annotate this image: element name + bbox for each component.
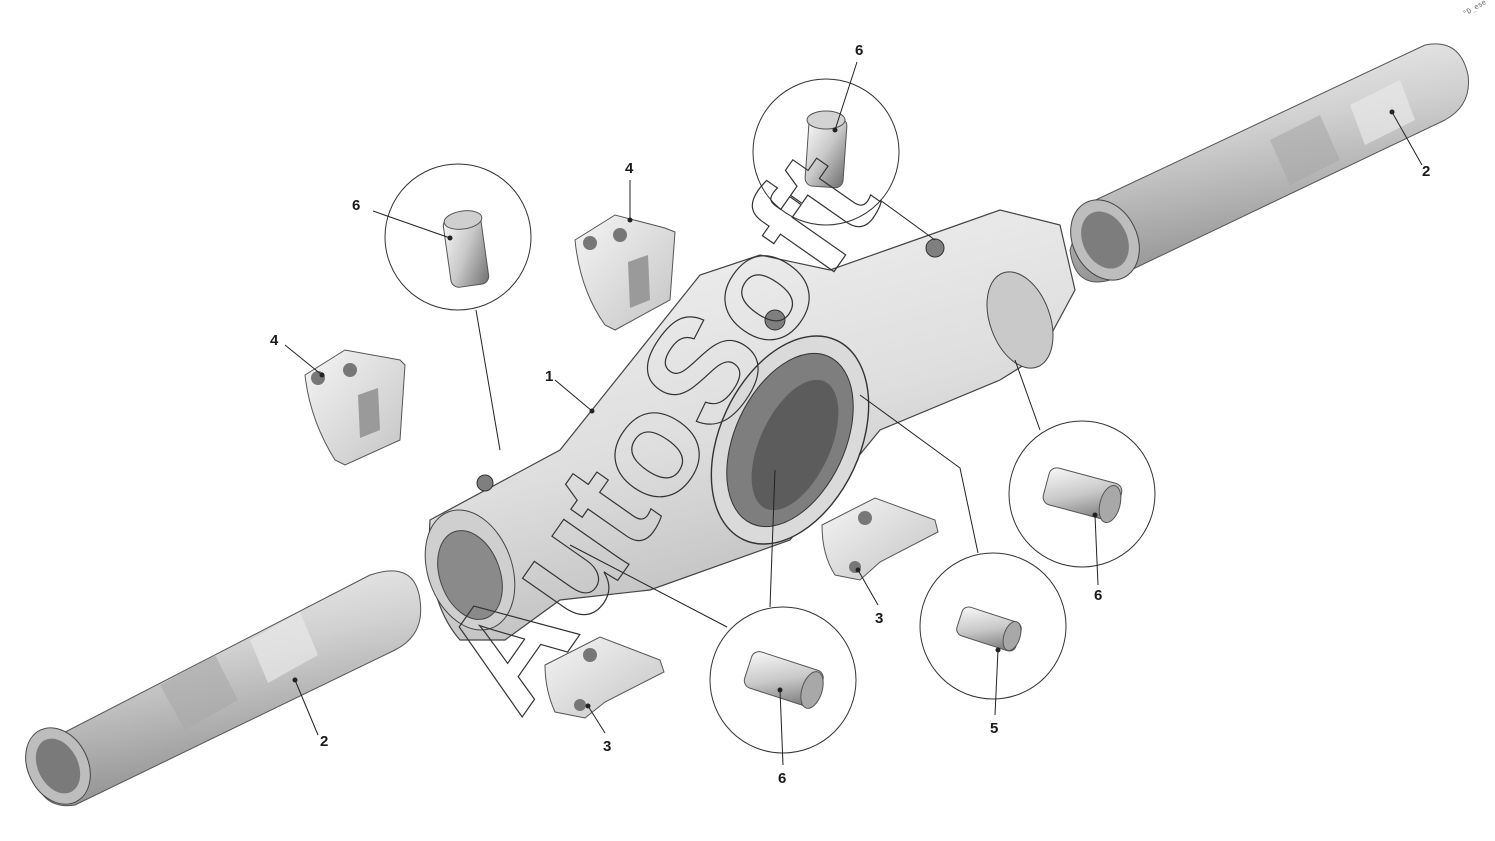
connector-lines — [475, 199, 1041, 628]
callout-1: 1 — [545, 368, 553, 385]
callout-2-right: 2 — [1422, 163, 1430, 180]
detail-circle-pin-right — [1008, 420, 1156, 568]
callout-2-left: 2 — [320, 733, 328, 750]
callouts: 1 2 2 3 3 4 4 5 6 6 6 6 — [270, 42, 1430, 787]
bracket-upper — [574, 214, 676, 331]
callout-3-left: 3 — [603, 738, 611, 755]
detail-circle-pin-upper-left — [384, 163, 532, 311]
callout-3-right: 3 — [875, 610, 883, 627]
callout-6-bottom: 6 — [778, 770, 786, 787]
detail-circle-pin-bottom-right — [919, 552, 1067, 700]
detail-circle-pin-top — [752, 78, 900, 226]
axle-shaft-left — [25, 570, 422, 807]
bracket-lower — [304, 349, 406, 466]
bracket-part3-left — [544, 636, 665, 719]
callout-5: 5 — [990, 720, 998, 737]
bracket-part3-right — [821, 497, 939, 581]
callout-4-upper: 4 — [625, 160, 634, 177]
callout-4-lower: 4 — [270, 332, 279, 349]
detail-circle-pin-bottom-center — [709, 606, 857, 754]
callout-6-upper-left: 6 — [352, 197, 360, 214]
axle-housing — [424, 209, 1076, 641]
axle-shaft-right — [1069, 43, 1470, 283]
callout-6-top: 6 — [855, 42, 863, 59]
callout-6-right: 6 — [1094, 587, 1102, 604]
